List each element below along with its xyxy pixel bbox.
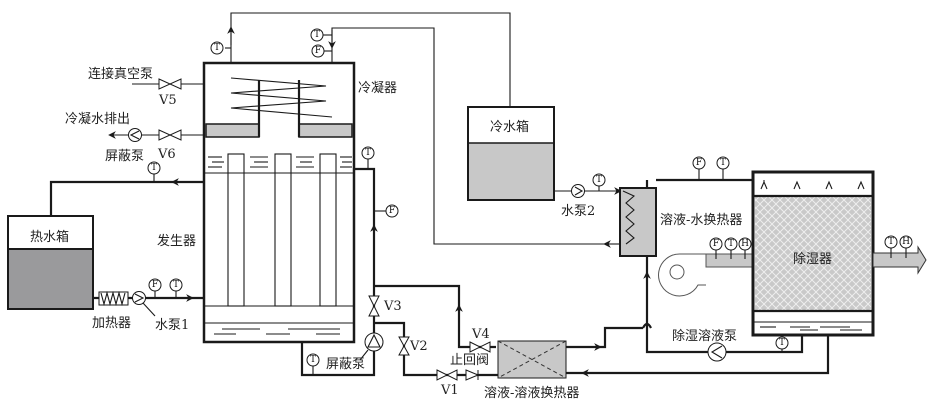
air-outlet-arrow <box>872 245 927 275</box>
svg-text:T: T <box>173 280 179 290</box>
flow-sensor: F <box>709 237 723 259</box>
hot-tank-label: 热水箱 <box>30 229 69 245</box>
flow-sensor: F <box>692 156 706 180</box>
condenser-coil <box>230 77 333 118</box>
solution-water-heat-exchanger <box>619 187 657 257</box>
svg-text:F: F <box>315 46 321 56</box>
sensors: T T F T F T T F T T F T F T H T H T <box>147 28 913 375</box>
svg-text:T: T <box>310 355 316 365</box>
temp-sensor: T <box>724 237 738 259</box>
svg-text:T: T <box>888 237 894 247</box>
valve-v3[interactable] <box>368 295 380 317</box>
flow-sensor: F <box>385 204 399 218</box>
dehumidifier <box>751 170 875 337</box>
v6-label: V6 <box>157 147 176 162</box>
svg-text:T: T <box>365 148 371 158</box>
drain-line <box>108 128 204 142</box>
svg-text:H: H <box>902 237 910 247</box>
temp-sensor: T <box>310 28 332 42</box>
fan[interactable] <box>658 253 754 297</box>
svg-text:F: F <box>152 280 158 290</box>
valve-v1[interactable] <box>436 369 458 381</box>
drain-label: 冷凝水排出 <box>65 111 130 127</box>
dehum-pump-label: 除湿溶液泵 <box>672 329 737 344</box>
water-pump-2[interactable] <box>571 184 585 198</box>
svg-text:T: T <box>214 43 220 53</box>
svg-text:F: F <box>696 158 702 168</box>
temp-sensor: T <box>169 278 183 298</box>
pump1-label: 水泵1 <box>155 318 189 333</box>
flow-sensor: F <box>148 278 162 298</box>
drain-pump-label: 屏蔽泵 <box>105 149 144 164</box>
pump2-label: 水泵2 <box>561 204 595 219</box>
sol-sol-hx-label: 溶液-溶液换热器 <box>484 386 579 401</box>
humidity-sensor: H <box>738 237 752 259</box>
svg-text:T: T <box>151 163 157 173</box>
solution-circuit <box>300 167 498 381</box>
generator-shield-pump[interactable] <box>359 332 384 361</box>
temp-sensor: T <box>361 146 375 169</box>
svg-text:H: H <box>741 239 749 249</box>
valve-v6[interactable] <box>158 129 182 141</box>
cold-tank-label: 冷水箱 <box>490 119 529 135</box>
heater-label: 加热器 <box>92 316 131 331</box>
vacuum-pump-label: 连接真空泵 <box>88 66 153 82</box>
water-pump-1[interactable] <box>132 291 156 317</box>
hot-water-tank <box>7 215 94 310</box>
v4-label: V4 <box>471 327 490 342</box>
svg-text:T: T <box>314 30 320 40</box>
vacuum-line <box>132 78 204 90</box>
svg-text:T: T <box>779 338 785 348</box>
heater <box>98 290 129 307</box>
temp-sensor: T <box>884 235 898 258</box>
v3-label: V3 <box>383 299 402 314</box>
valve-v4[interactable] <box>469 341 491 353</box>
svg-text:T: T <box>596 175 602 185</box>
temp-sensor: T <box>210 41 231 55</box>
v5-label: V5 <box>158 93 177 108</box>
dehum-solution-pump[interactable] <box>707 342 727 362</box>
condenser-label: 冷凝器 <box>358 80 397 96</box>
solution-solution-heat-exchanger <box>497 340 567 379</box>
v2-label: V2 <box>409 339 428 354</box>
sol-water-hx-label: 溶液-水换热器 <box>660 213 742 228</box>
v1-label: V1 <box>440 383 459 398</box>
generator-label: 发生器 <box>157 233 196 249</box>
bottom-pump-label: 屏蔽泵 <box>326 357 365 372</box>
temp-sensor: T <box>147 161 161 182</box>
check-valve[interactable] <box>465 369 480 381</box>
svg-text:T: T <box>720 158 726 168</box>
generator-condenser-vessel <box>202 61 356 344</box>
cooling-water-pipes <box>227 12 622 248</box>
cold-water-tank <box>467 106 555 201</box>
flow-sensor: F <box>311 44 332 58</box>
check-valve-label: 止回阀 <box>450 353 489 368</box>
dehumidifier-label: 除湿器 <box>793 252 832 267</box>
humidity-sensor: H <box>899 235 913 258</box>
svg-text:F: F <box>713 239 719 249</box>
temp-sensor: T <box>592 173 606 191</box>
valve-v5[interactable] <box>158 78 182 90</box>
valve-v2[interactable] <box>398 336 410 356</box>
temp-sensor: T <box>775 336 789 352</box>
temp-sensor: T <box>306 353 320 375</box>
temp-sensor: T <box>716 156 730 180</box>
svg-text:F: F <box>389 206 395 216</box>
svg-text:T: T <box>728 239 734 249</box>
